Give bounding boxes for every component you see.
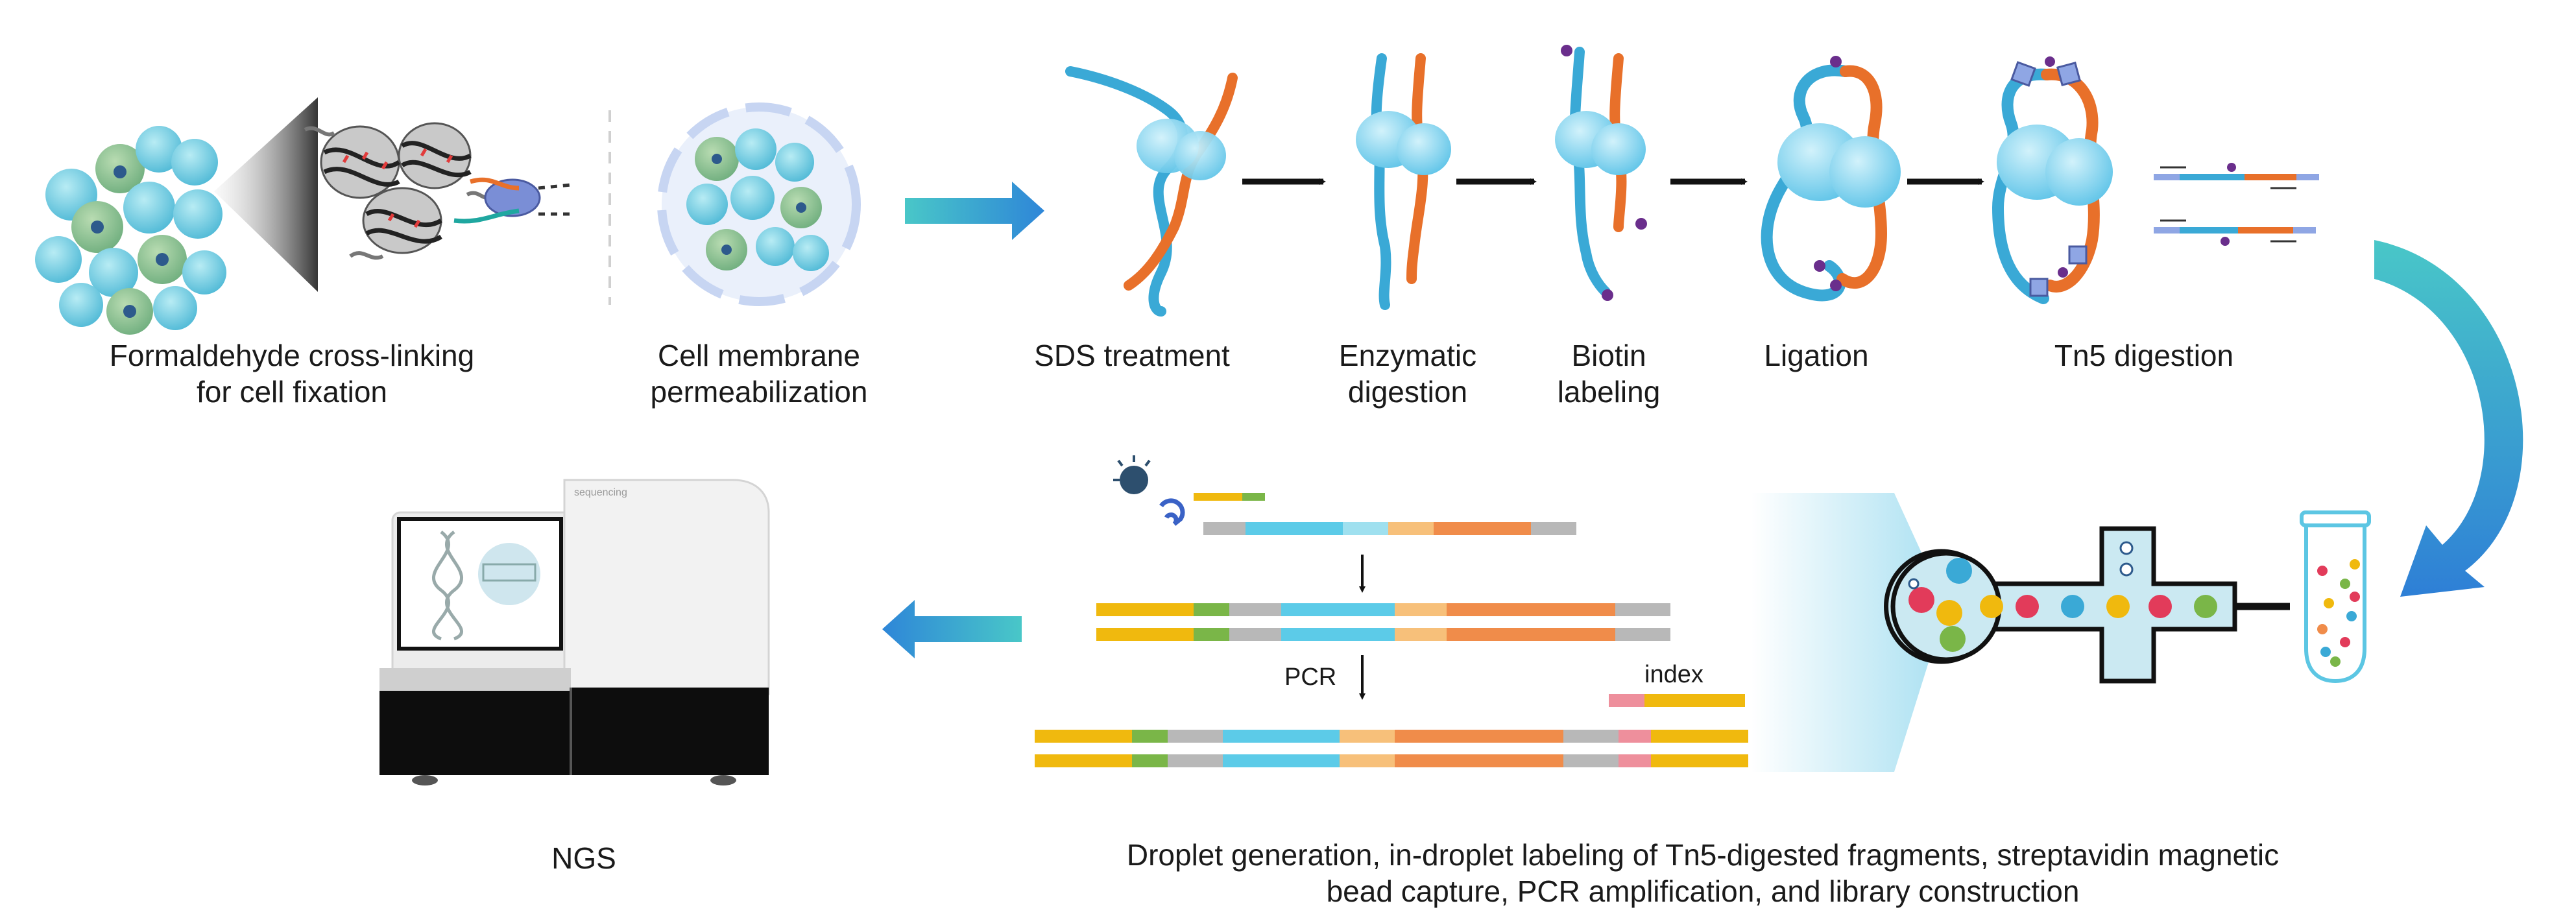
label-ligation-line1: Ligation [1764,339,1869,372]
flow-arrow-left [882,600,1022,658]
label-tn5-line1: Tn5 digestion [2054,339,2234,372]
label-tn5-digestion: Tn5 digestion [2030,337,2257,374]
permeabilized-cell-icon [657,102,861,306]
label-sds-treatment: SDS treatment [1018,337,1246,374]
label-enzymatic-line2: digestion [1347,375,1468,409]
biotin-labeling-icon [1555,45,1647,301]
label-biotin-labeling: Biotin labeling [1531,337,1687,410]
label-crosslinking-line1: Formaldehyde cross-linking [109,339,475,372]
adapter-strands [1096,603,1670,641]
label-ligation: Ligation [1739,337,1894,374]
light-beam [1751,493,1946,772]
sds-treatment-icon [1065,66,1238,317]
label-enzymatic-line1: Enzymatic [1338,339,1477,372]
label-permeabilization: Cell membrane permeabilization [623,337,895,410]
label-permeabilization-line1: Cell membrane [658,339,860,372]
label-crosslinking: Formaldehyde cross-linking for cell fixa… [52,337,532,410]
label-enzymatic-digestion: Enzymatic digestion [1310,337,1505,410]
label-ngs-text: NGS [551,841,616,875]
sequencer-brand-label: sequencing [574,487,627,498]
pcr-label: PCR [1284,664,1337,691]
label-crosslinking-line2: for cell fixation [196,375,387,409]
label-library-line1: Droplet generation, in-droplet labeling … [1126,838,2280,872]
fixed-cells-cluster [35,126,226,335]
tn5-digestion-icon [1992,56,2113,304]
magnify-cone [214,97,318,292]
label-library-line2: bead capture, PCR amplification, and lib… [1326,874,2080,908]
chromatin-crosslink-icon [304,122,572,260]
curved-flow-arrow [2374,240,2523,597]
bead-capture-icon [1113,455,1265,526]
sequencer-icon [379,479,770,785]
droplet-chip-icon [1884,526,2237,684]
label-ngs: NGS [519,840,649,876]
label-permeabilization-line2: permeabilization [650,375,868,409]
label-biotin-line2: labeling [1557,375,1661,409]
label-library-construction: Droplet generation, in-droplet labeling … [1051,837,2355,909]
index-primer [1609,694,1745,707]
enzymatic-digestion-icon [1356,53,1451,310]
fragment-strand [1203,522,1576,535]
ligation-icon [1761,56,1901,302]
label-biotin-line1: Biotin [1571,339,1646,372]
tn5-fragments-icon [2154,163,2319,246]
flow-arrow-right [905,182,1044,240]
reagent-tube-icon [2300,510,2371,684]
index-label: index [1644,661,1703,688]
pcr-product-strands [1035,730,1748,767]
label-sds-treatment-line1: SDS treatment [1034,339,1230,372]
